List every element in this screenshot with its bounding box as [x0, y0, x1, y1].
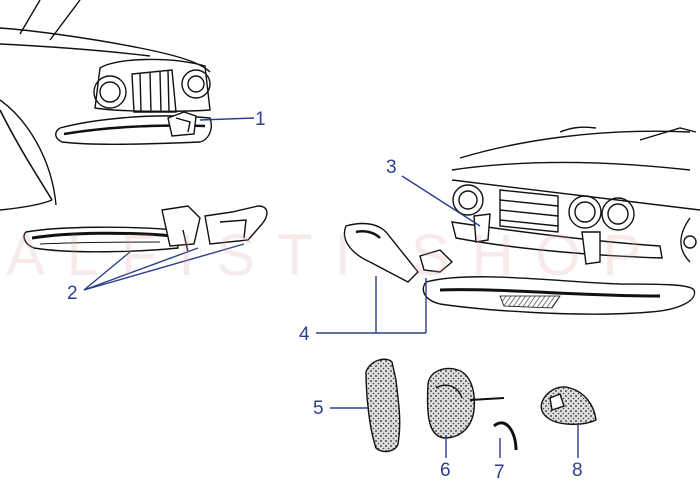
callout-8: 8	[572, 460, 583, 481]
callout-2: 2	[67, 283, 78, 304]
car-front-right	[451, 126, 700, 265]
front-bumper-part-4	[343, 222, 696, 315]
callout-3: 3	[386, 157, 397, 178]
small-parts	[365, 358, 597, 453]
callout-5: 5	[313, 398, 324, 419]
car-front-top-left	[0, 0, 212, 211]
front-bumper-part-2	[23, 205, 268, 253]
callout-1: 1	[255, 109, 266, 130]
callout-6: 6	[440, 460, 451, 481]
callout-7: 7	[494, 462, 505, 483]
callout-4: 4	[299, 324, 310, 345]
leader-lines	[83, 117, 579, 458]
